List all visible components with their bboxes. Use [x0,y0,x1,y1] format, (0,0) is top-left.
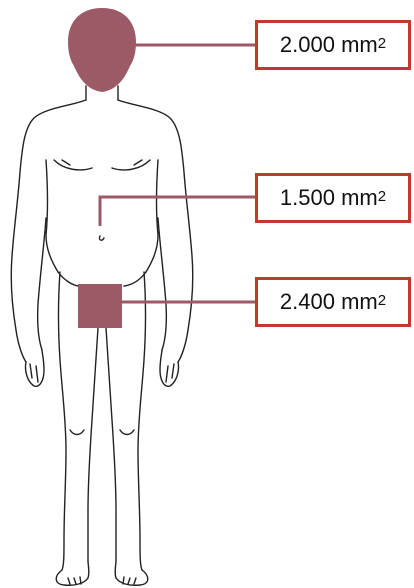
callout-genital-unit: mm [341,289,378,315]
genital-region [78,284,122,328]
callout-head-value: 2.000 [280,32,335,58]
callout-genital-value: 2.400 [280,289,335,315]
head-region [68,8,136,92]
callout-abdomen-unit: mm [341,185,378,211]
callout-genital-exponent: 2 [378,292,386,309]
callout-abdomen-value: 1.500 [280,185,335,211]
leader-lines [100,45,255,302]
callout-head-exponent: 2 [378,35,386,52]
callout-abdomen-exponent: 2 [378,188,386,205]
leader-line-abdomen [100,197,255,226]
body-outline [11,86,193,585]
callout-head-unit: mm [341,32,378,58]
